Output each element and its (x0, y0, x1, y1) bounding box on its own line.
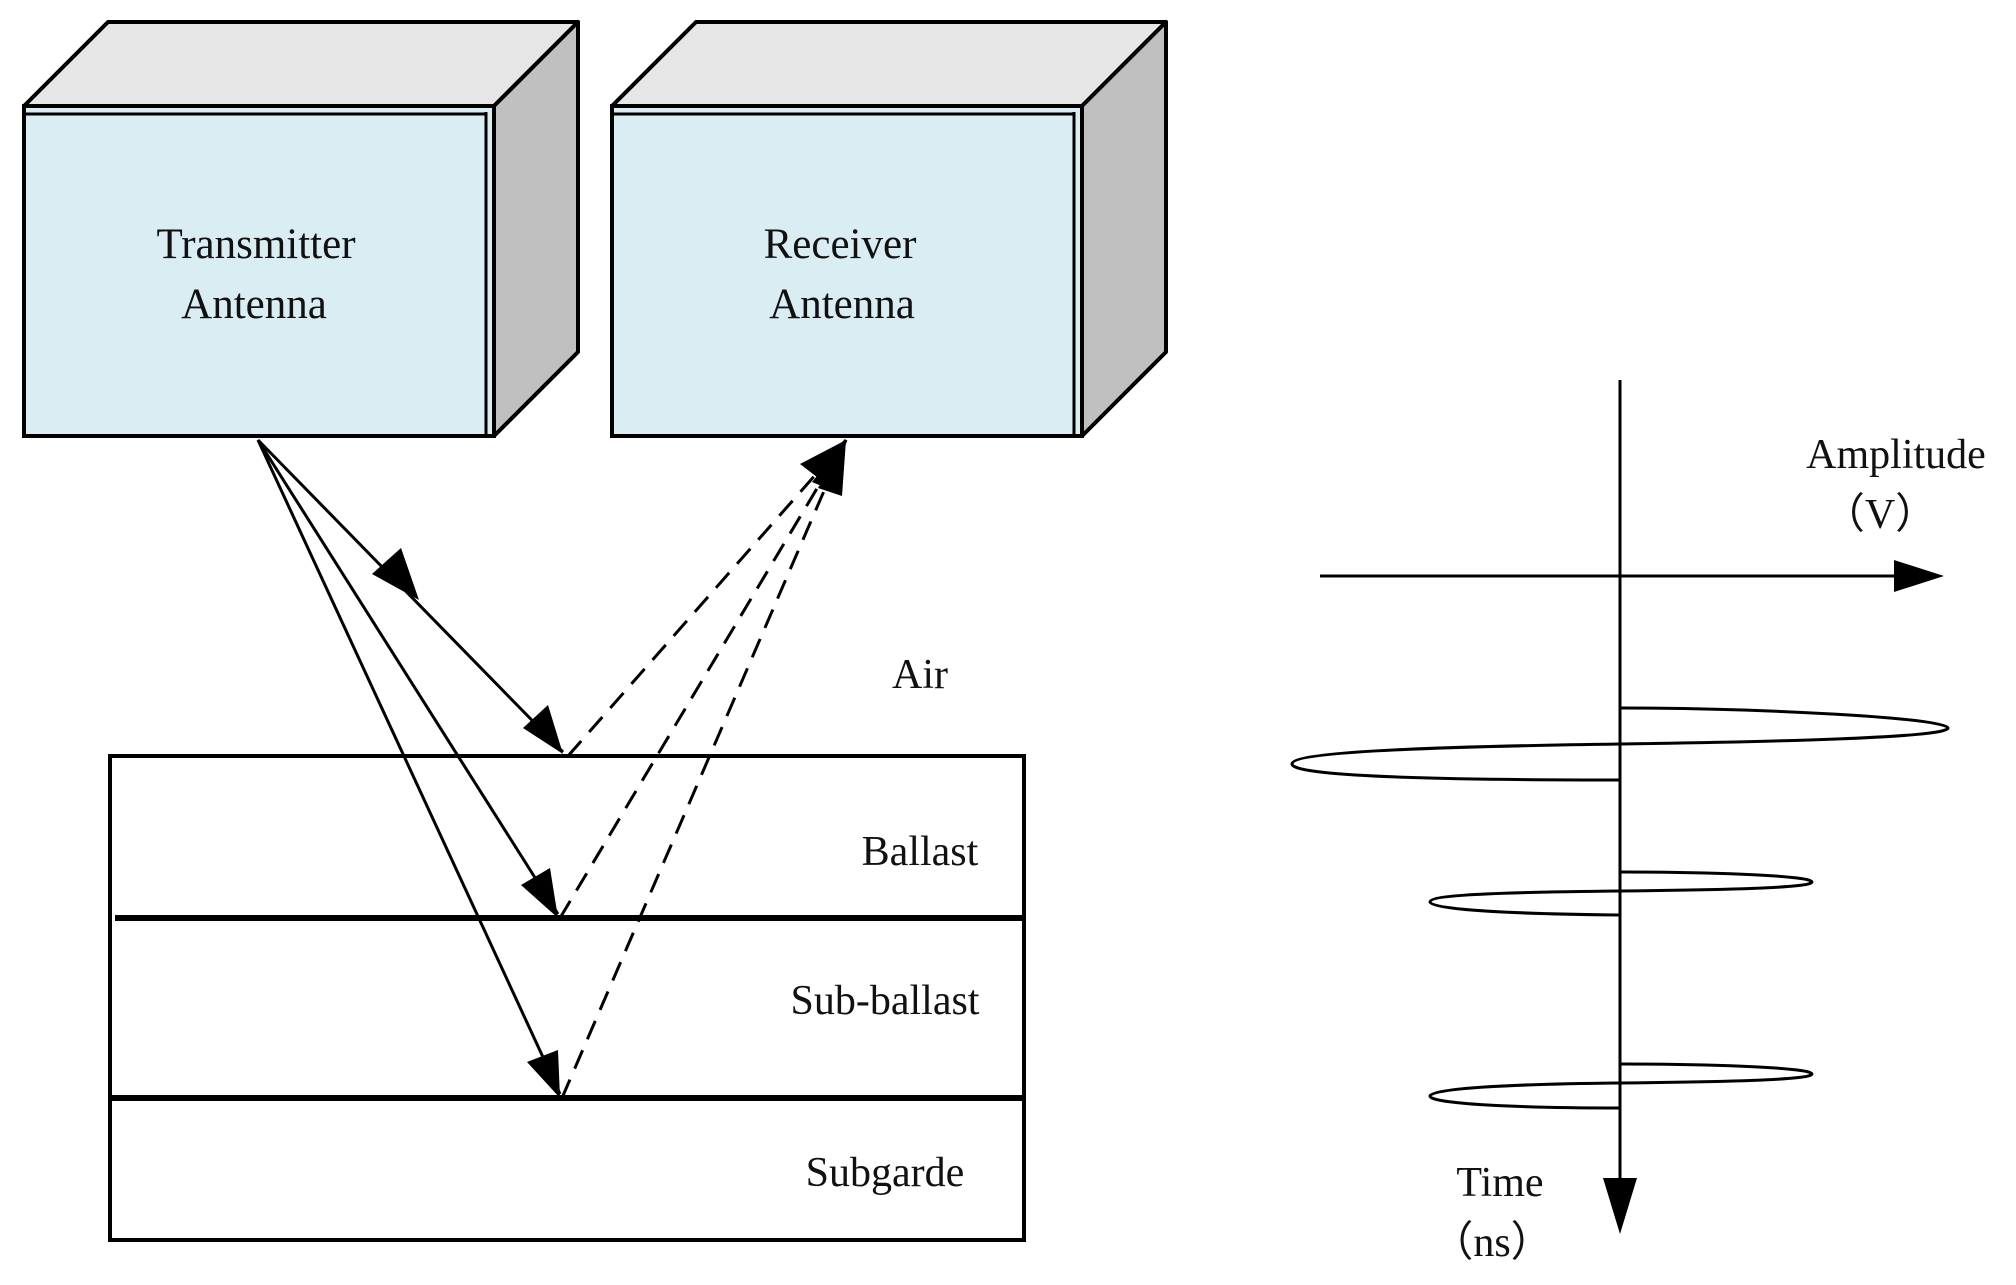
reflected-arrowheads (800, 440, 846, 496)
waveform-pulse-2 (1428, 870, 1814, 917)
arrowhead-subgrade (527, 1050, 560, 1098)
reflection-from-subgrade (560, 439, 848, 1099)
transmitter-antenna-box: Transmitter Antenna (22, 20, 580, 438)
receiver-antenna-box: Receiver Antenna (610, 20, 1168, 438)
amplitude-axis-arrowhead (1894, 560, 1944, 592)
waveform-pulse-3 (1428, 1062, 1814, 1110)
ground-layers: Air Ballast Sub-ballast Subgarde (108, 652, 1026, 1242)
ray-to-ballast-surface (256, 438, 565, 754)
ray-to-subballast-boundary (256, 439, 560, 915)
time-axis-label: Time (1456, 1160, 1543, 1206)
arrowhead-ballast-surface (523, 705, 563, 754)
receiver-box-top (610, 20, 1168, 108)
reflection-from-subballast (558, 439, 848, 919)
waveform-plot: Amplitude （V） Time （ns） (1290, 380, 1986, 1266)
receiver-box-front (610, 104, 1084, 438)
time-axis-unit: （ns） (1431, 1220, 1552, 1266)
subgrade-label: Subgarde (806, 1150, 965, 1196)
amplitude-axis-label: Amplitude (1806, 432, 1986, 478)
receiver-label-line2: Antenna (769, 281, 915, 328)
ground-layers-outline (108, 754, 1026, 1242)
arrowhead-mid-surface (372, 548, 419, 600)
transmitter-box-front (22, 104, 496, 438)
transmitter-box-top (22, 20, 580, 108)
time-axis-arrowhead (1603, 1178, 1637, 1234)
receiver-label-line1: Receiver (764, 221, 917, 268)
air-label: Air (892, 652, 948, 698)
transmitter-label-line1: Transmitter (156, 221, 355, 268)
amplitude-axis-unit: （V） (1823, 492, 1937, 538)
transmitted-rays (256, 438, 565, 1098)
reflected-rays (558, 439, 848, 1099)
arrowhead-subballast (521, 868, 558, 918)
reflection-from-ballast-surface (566, 439, 848, 757)
ray-to-subgrade-boundary (256, 439, 562, 1095)
transmitter-label-line2: Antenna (181, 281, 327, 328)
ballast-label: Ballast (862, 829, 979, 875)
arrowhead-reflect-1 (800, 440, 846, 484)
waveform-pulse-1 (1290, 706, 1950, 782)
arrowhead-reflect-3 (818, 440, 846, 496)
sub-ballast-label: Sub-ballast (791, 978, 980, 1024)
